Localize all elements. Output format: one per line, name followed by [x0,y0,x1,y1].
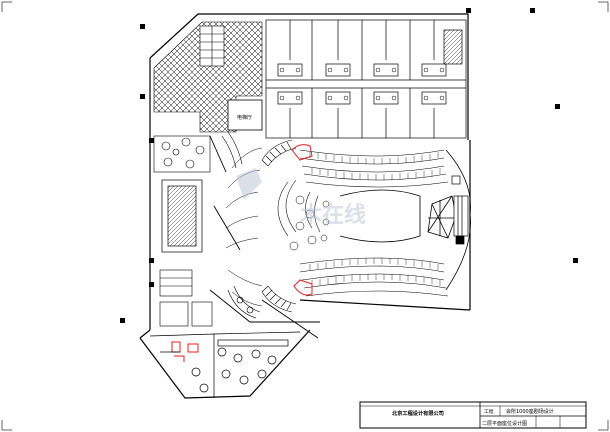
building-outline [139,13,471,399]
title-block-project-tag: 工程 [484,408,494,415]
orchestra-seats [289,195,330,251]
dressing-room-fixtures [279,67,445,101]
title-block: 北京工程设计有限公司 工程 会所1000座剧场设计 二层平面座位设计图 [359,401,587,429]
auditorium-seating-rows [277,149,449,297]
stage [339,149,471,291]
red-markings [171,144,313,362]
auditorium-seats-ticks [309,152,441,286]
diagonal-walls [209,135,320,339]
curved-stair-lower [261,285,297,313]
watermark: 木在线 [236,168,366,228]
left-service-core [159,269,213,327]
curved-stair-upper [261,139,297,167]
stair-top-left [199,25,225,67]
title-block-drawing-name: 二层平面座位设计图 [482,420,527,427]
title-block-company: 北京工程设计有限公司 [392,409,444,417]
room-label-elevator-hall: 电梯厅 [237,114,252,121]
dressing-room-block [265,19,467,139]
stage-wings [451,175,469,245]
lobby-bench-curves [221,131,261,319]
watermark-text: 木在线 [299,202,366,228]
left-lounge [153,135,211,173]
cafe-wing [149,331,301,398]
grid-markers [120,8,578,323]
conference-table [161,179,203,253]
title-block-project-name: 会所1000座剧场设计 [506,408,554,415]
elevator-hall: 电梯厅 [227,99,263,131]
